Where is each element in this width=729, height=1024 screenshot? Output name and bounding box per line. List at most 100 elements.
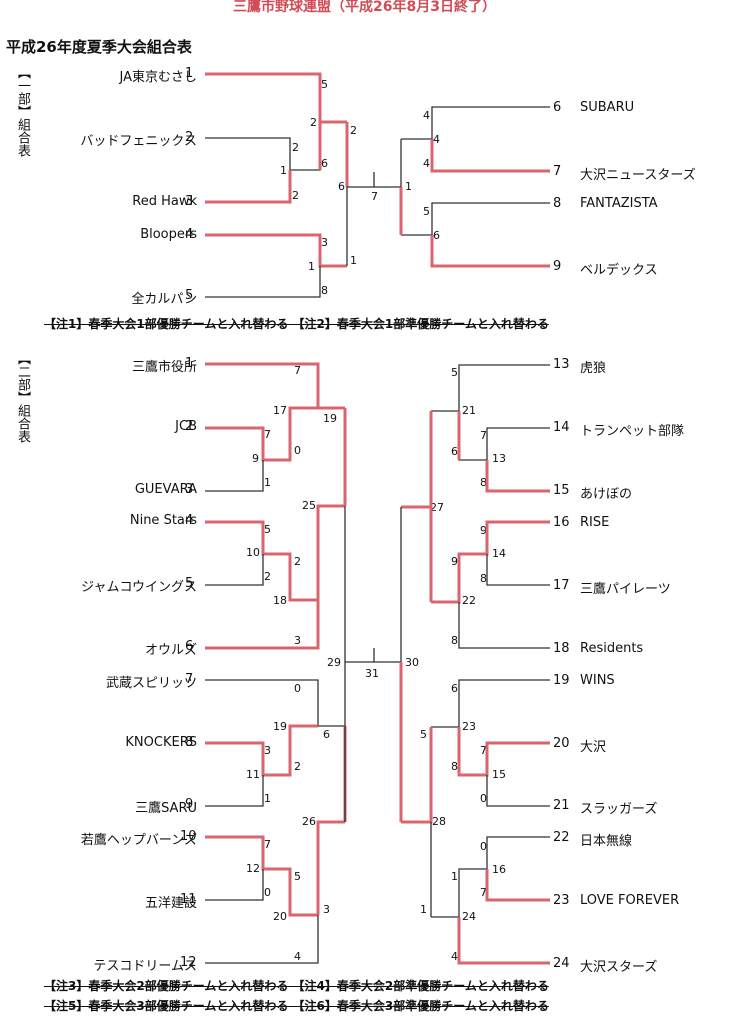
team-name: 大沢 — [580, 740, 607, 755]
match-score: 6 — [433, 229, 440, 242]
team-seed: 13 — [553, 357, 570, 372]
team-name: あけぼの — [580, 487, 633, 502]
team-name: スラッガーズ — [580, 802, 658, 817]
match-score: 6 — [451, 682, 458, 695]
schedule-subtitle: 平成26年度夏季大会組合表 — [6, 38, 192, 56]
team-seed: 11 — [180, 892, 197, 907]
bracket-line — [431, 679, 550, 728]
team-name: WINS — [580, 673, 615, 688]
team-seed: 24 — [553, 956, 570, 971]
match-score: 6 — [338, 180, 345, 193]
bracket-line — [205, 122, 321, 171]
team-name: 若鷹ヘップバーンズ — [80, 833, 197, 848]
team-name: 三鷹SARU — [135, 801, 197, 816]
match-score: 21 — [462, 404, 476, 417]
match-score: 8 — [451, 760, 458, 773]
match-score: 18 — [273, 594, 287, 607]
team-name: 大沢ニュースターズ — [580, 168, 696, 183]
match-score: 2 — [310, 116, 317, 129]
match-score: 5 — [420, 728, 427, 741]
team-name: Nine Stars — [129, 513, 197, 528]
match-score: 1 — [350, 254, 357, 267]
team-seed: 19 — [553, 673, 570, 688]
bracket-line — [205, 724, 318, 777]
team-seed: 5 — [185, 288, 194, 303]
match-score: 7 — [480, 744, 487, 757]
team-name: RISE — [580, 515, 610, 530]
team-seed: 4 — [185, 227, 194, 242]
bracket-line — [316, 504, 345, 600]
team-name: 三鷹市役所 — [131, 360, 197, 375]
team-name: 虎狼 — [580, 361, 607, 376]
bracket-line — [457, 727, 550, 777]
match-score: 3 — [294, 634, 301, 647]
team-seed: 23 — [553, 893, 570, 908]
match-score: 14 — [492, 547, 506, 560]
team-seed: 10 — [180, 829, 197, 844]
team-name: Red Hawk — [132, 194, 197, 209]
match-score: 29 — [327, 656, 341, 669]
match-score: 1 — [280, 164, 287, 177]
match-score: 2 — [294, 760, 301, 773]
team-seed: 21 — [553, 798, 570, 813]
team-seed: 14 — [553, 420, 570, 435]
bracket-line — [205, 775, 264, 807]
bracket-line — [486, 775, 550, 807]
match-score: 4 — [423, 109, 430, 122]
match-score: 3 — [321, 236, 328, 249]
match-score: 3 — [264, 744, 271, 757]
match-score: 0 — [294, 682, 301, 695]
match-score: 7 — [480, 429, 487, 442]
match-score: 22 — [462, 594, 476, 607]
match-score: 0 — [264, 886, 271, 899]
bracket-line — [205, 520, 318, 602]
match-score: 6 — [323, 728, 330, 741]
match-score: 9 — [480, 524, 487, 537]
match-score: 1 — [308, 260, 315, 273]
match-score: 8 — [480, 572, 487, 585]
division1-side-label: 【一部】組合表 — [15, 66, 30, 157]
team-name: 全カルパン — [131, 292, 197, 307]
match-score: 2 — [292, 141, 299, 154]
team-name: SUBARU — [580, 100, 635, 115]
bracket-line — [401, 106, 550, 140]
bracket-line — [431, 364, 550, 412]
team-name: オウルズ — [144, 643, 197, 658]
team-seed: 7 — [553, 164, 562, 179]
bracket-line — [205, 460, 264, 492]
team-name: バッドフェニックス — [80, 134, 197, 149]
match-score: 5 — [423, 205, 430, 218]
match-score: 0 — [294, 444, 301, 457]
match-score: 7 — [264, 428, 271, 441]
team-name: FANTAZISTA — [580, 196, 658, 211]
match-score: 5 — [451, 366, 458, 379]
team-seed: 18 — [553, 641, 570, 656]
match-score: 9 — [252, 452, 259, 465]
team-seed: 3 — [185, 482, 194, 497]
bracket-line — [458, 602, 550, 649]
bracket-line-group — [205, 72, 550, 965]
match-score: 31 — [365, 667, 379, 680]
team-seed: 8 — [553, 196, 562, 211]
match-score: 24 — [462, 910, 476, 923]
match-score: 7 — [294, 364, 301, 377]
team-seed: 20 — [553, 736, 570, 751]
bracket-line — [486, 554, 550, 586]
match-score: 4 — [294, 950, 301, 963]
match-score: 8 — [321, 284, 328, 297]
match-score: 12 — [246, 862, 260, 875]
match-score: 2 — [350, 124, 357, 137]
page-title: 三鷹市野球連盟（平成26年8月3日終了） — [233, 0, 496, 15]
match-score: 16 — [492, 863, 506, 876]
match-score: 30 — [405, 656, 419, 669]
team-name: JCB — [175, 419, 197, 434]
team-seed: 5 — [185, 576, 194, 591]
bracket-line — [205, 72, 347, 124]
bracket-line — [401, 727, 433, 824]
division2-note-2: 【注5】春季大会3部優勝チームと入れ替わる 【注6】春季大会3部準優勝チームと入… — [44, 999, 549, 1013]
match-score: 6 — [321, 157, 328, 170]
match-score: 2 — [294, 555, 301, 568]
match-score: 17 — [273, 404, 287, 417]
match-score: 11 — [246, 768, 260, 781]
team-name: テスコドリームス — [93, 959, 197, 974]
